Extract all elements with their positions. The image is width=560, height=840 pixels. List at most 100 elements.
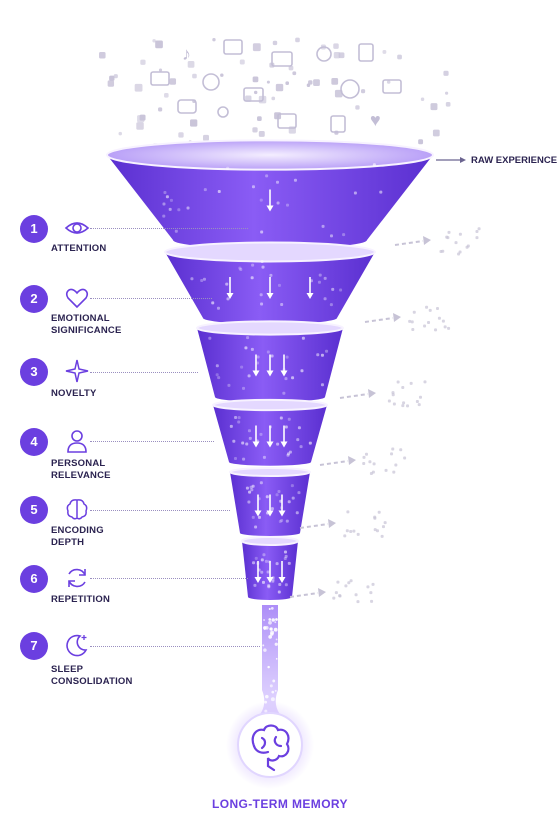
- particle: [272, 40, 278, 46]
- funnel-particle: [261, 265, 265, 269]
- particle: [113, 74, 118, 79]
- funnel-particle: [216, 306, 220, 310]
- discarded-particle: [475, 230, 479, 234]
- discarded-particle: [338, 594, 342, 598]
- discarded-particle: [443, 325, 447, 329]
- tube-sparkle: [265, 694, 269, 699]
- user-icon: [217, 106, 229, 118]
- discarded-particle: [366, 585, 370, 589]
- discard-arrow-head: [348, 456, 356, 465]
- particle: [253, 90, 258, 95]
- particle: [252, 76, 259, 83]
- document-icon: [358, 43, 374, 62]
- flow-arrow-head: [254, 510, 262, 517]
- step-1-leader: [90, 228, 248, 229]
- particle: [333, 43, 339, 49]
- step-7-leader: [90, 646, 260, 647]
- funnel-particle: [233, 457, 237, 461]
- particle: [258, 130, 265, 137]
- funnel-particle: [262, 553, 266, 557]
- particle: [203, 134, 210, 141]
- funnel-particle: [269, 273, 273, 277]
- funnel-particle: [260, 558, 264, 562]
- funnel-tube: [250, 605, 290, 724]
- funnel-particle: [234, 415, 238, 419]
- discarded-particle: [401, 385, 405, 389]
- particle: [109, 75, 115, 81]
- funnel-particle: [202, 277, 206, 281]
- funnel-particle: [339, 288, 343, 292]
- funnel-particle: [251, 185, 255, 189]
- tube-sparkle: [275, 638, 278, 641]
- step-4-leader: [90, 441, 214, 442]
- funnel-particle: [257, 515, 261, 519]
- particle: [158, 68, 163, 72]
- particle: [333, 51, 341, 59]
- funnel-particle: [250, 347, 254, 351]
- funnel-particle: [287, 417, 291, 421]
- discarded-particle: [390, 452, 394, 456]
- funnel-particle: [266, 570, 270, 574]
- particle: [164, 93, 169, 98]
- particle: [288, 65, 294, 71]
- funnel-particle: [379, 190, 383, 194]
- funnel-particle: [296, 438, 300, 442]
- tube-sparkle: [271, 618, 275, 622]
- funnel-particle: [237, 420, 241, 424]
- heart-icon: [65, 288, 89, 309]
- funnel-particle: [276, 201, 280, 205]
- particle: [275, 83, 284, 92]
- funnel-particle: [297, 426, 301, 430]
- funnel-particle: [308, 441, 312, 445]
- funnel-particle: [250, 276, 254, 280]
- funnel-particle: [329, 303, 333, 307]
- eye-icon: [64, 222, 90, 234]
- particle: [266, 80, 270, 84]
- funnel-particle: [285, 519, 289, 523]
- funnel-particle: [342, 233, 346, 237]
- funnel-particle: [268, 425, 272, 429]
- funnel-particle: [245, 486, 249, 490]
- funnel-particle: [279, 416, 283, 420]
- tube-sparkle: [262, 644, 265, 647]
- funnel-particle: [277, 590, 281, 594]
- funnel-particle: [271, 578, 275, 582]
- particle: [271, 96, 276, 101]
- brain-badge: [237, 712, 303, 778]
- tube-sparkle: [268, 620, 272, 625]
- funnel-particle: [262, 455, 266, 459]
- particle: [313, 79, 320, 86]
- funnel-particle: [267, 585, 271, 589]
- refresh-icon: [68, 568, 86, 588]
- discarded-particle: [383, 521, 387, 525]
- step-label: ATTENTION: [51, 243, 107, 254]
- step-number-badge: 4: [20, 428, 48, 456]
- discarded-particle: [381, 525, 385, 529]
- particle: [187, 61, 195, 68]
- funnel-particle: [353, 191, 357, 195]
- funnel-particle: [256, 561, 260, 565]
- funnel-particle: [215, 364, 219, 368]
- particle: [334, 89, 343, 98]
- particle: [360, 89, 366, 94]
- brain-icon: [251, 724, 290, 772]
- funnel-particle: [226, 297, 230, 301]
- funnel-particle: [256, 576, 260, 580]
- funnel-particle: [217, 190, 221, 194]
- tube-sparkle: [270, 630, 275, 635]
- funnel-particle: [283, 557, 287, 561]
- funnel-particle: [329, 234, 333, 238]
- funnel-particle: [291, 496, 295, 500]
- funnel: [106, 139, 434, 600]
- discarded-particle: [436, 307, 440, 311]
- step-6-leader: [90, 578, 248, 579]
- tube-sparkle: [274, 642, 278, 646]
- tube-sparkle: [270, 606, 274, 610]
- funnel-particle: [266, 350, 270, 354]
- funnel-particle: [265, 495, 269, 499]
- funnel-particle: [200, 279, 204, 283]
- raw-experience-arrow: [460, 157, 466, 163]
- discard-arrow-head: [393, 313, 401, 322]
- funnel-particle: [372, 163, 376, 167]
- particle: [178, 132, 184, 138]
